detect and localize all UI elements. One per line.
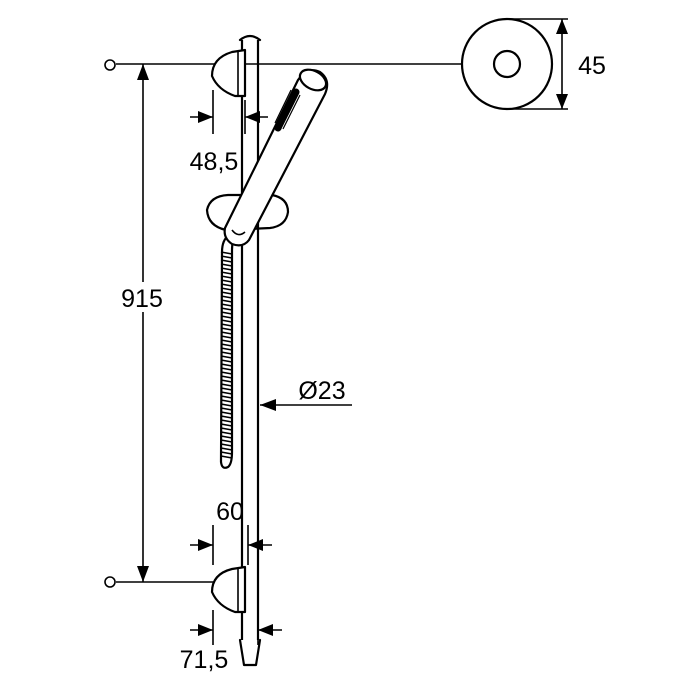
- rosette-diameter-label: 45: [578, 52, 606, 80]
- top-offset-dimension: 48,5: [190, 90, 268, 176]
- top-mount-point-icon: [104, 59, 116, 71]
- shower-hose: [219, 233, 238, 469]
- top-wall-bracket: [210, 48, 247, 98]
- hand-shower: [223, 68, 329, 247]
- holder-offset-label: 60: [216, 498, 244, 526]
- holder-offset-dimension: 60: [190, 498, 272, 565]
- bottom-wall-bracket: [210, 565, 247, 614]
- bottom-offset-dimension: 71,5: [180, 605, 282, 674]
- rod-diameter-label: Ø23: [298, 377, 345, 405]
- bottom-offset-label: 71,5: [180, 646, 229, 674]
- bottom-mount-point-icon: [104, 576, 116, 588]
- height-dimension: 915: [112, 64, 172, 582]
- bottom-axis-line: [104, 576, 232, 588]
- rosette-detail: 45: [460, 17, 606, 111]
- top-axis-line: [104, 59, 470, 71]
- rod-diameter-dimension: Ø23: [260, 377, 352, 411]
- top-offset-label: 48,5: [190, 148, 239, 176]
- height-dimension-label: 915: [121, 285, 163, 313]
- slide-rail: [238, 34, 262, 667]
